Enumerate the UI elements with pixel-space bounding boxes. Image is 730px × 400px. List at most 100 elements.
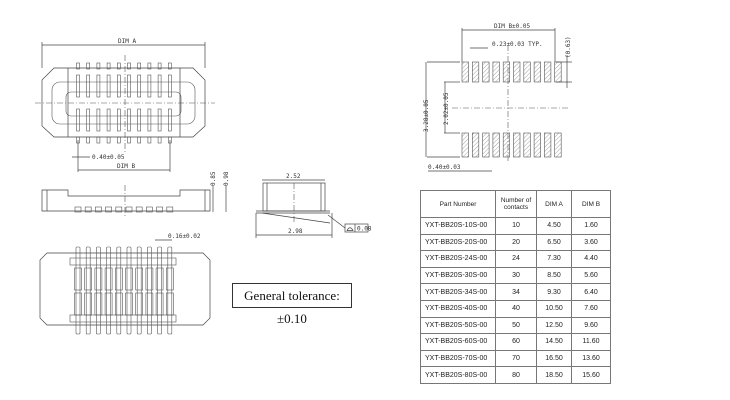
contact [155,267,164,291]
pin [168,74,172,98]
contact [94,292,103,316]
pin [86,74,90,98]
end-view: 2.52 2.98 0.08 [255,173,372,238]
pin-width-label: 0.16±0.02 [168,233,201,240]
pin [137,136,141,144]
cell-dim-a: 4.50 [536,217,572,235]
pin [157,136,162,144]
pad [533,61,541,83]
pin [86,108,90,132]
pin [116,246,122,335]
cell-dim-a: 9.30 [536,283,572,301]
pin [136,246,142,335]
pin [106,136,111,144]
pitch-label: 0.40±0.05 [92,154,125,161]
pin [75,246,81,335]
contact [74,267,82,291]
pin [96,136,101,144]
dimension-table: Part Number Number of contacts DIM A DIM… [420,190,611,384]
pin [76,108,80,132]
pin [167,246,173,335]
cell-dim-a: 8.50 [536,266,572,285]
contact [84,267,92,291]
cell-dim-a: 6.50 [536,233,572,252]
pin [147,108,152,132]
col-dim-b: DIM B [571,190,611,218]
contact [135,267,143,291]
cell-part-number: YXT-BB20S-50S-00 [420,316,496,335]
pin [85,246,91,335]
height-098: 0.98 [223,171,230,186]
contact [166,267,174,291]
cell-part-number: YXT-BB20S-80S-00 [420,366,496,384]
pin [76,62,80,70]
pin [137,108,141,132]
dim-b-label: DIM B [117,163,135,170]
cell-contacts: 30 [495,266,537,285]
pad [513,132,521,158]
pad [471,61,480,83]
top-view: DIM A 0.40±0.05 DIM B [35,38,215,172]
pin [96,246,101,335]
pad [502,132,511,158]
inner-dim-label: 2.02±0.05 [443,92,450,125]
contact [84,292,92,316]
pin [127,62,131,70]
pin [168,62,172,70]
pin [106,246,111,335]
pin [115,206,123,213]
pin [96,108,101,132]
pad [544,61,552,83]
pin [135,206,143,213]
pin [127,136,131,144]
footprint-view: DIM B±0.05 0.23±0.03 TYP. (0.63) 3.28±0.… [423,23,572,172]
pin [105,206,112,213]
contact [115,267,123,291]
pin [76,74,80,98]
cell-contacts: 50 [495,316,537,335]
pin [147,74,152,98]
cell-dim-a: 16.50 [536,349,572,368]
cell-dim-b: 9.60 [571,316,611,335]
width-top-label: 2.52 [286,173,301,180]
pin [84,206,92,213]
cell-dim-b: 1.60 [571,217,611,235]
pin [106,108,111,132]
general-tolerance-note: General tolerance:±0.10 [232,283,352,326]
cell-part-number: YXT-BB20S-30S-00 [420,266,496,285]
pin [117,74,121,98]
contact [166,292,174,316]
fp-dim-b-label: DIM B±0.05 [494,23,531,30]
side-view: 0.85 0.98 [41,171,230,218]
pin [125,206,133,213]
pad [482,132,490,158]
pin [156,206,163,213]
pad [523,132,531,158]
pad [482,61,490,83]
pin [146,206,153,213]
cell-contacts: 80 [495,366,537,384]
pin [157,108,162,132]
cell-dim-b: 7.60 [571,299,611,318]
pin [137,74,141,98]
cell-dim-a: 14.50 [536,333,572,351]
pad [461,61,469,83]
contact [104,292,113,316]
pin [137,62,141,70]
cell-part-number: YXT-BB20S-34S-00 [420,283,496,301]
pad [513,61,521,83]
cell-dim-b: 13.60 [571,349,611,368]
cell-contacts: 20 [495,233,537,252]
cell-dim-a: 7.30 [536,250,572,268]
cell-part-number: YXT-BB20S-24S-00 [420,250,496,268]
pin-strip [69,257,177,266]
pin [96,74,101,98]
cell-dim-b: 6.40 [571,283,611,301]
